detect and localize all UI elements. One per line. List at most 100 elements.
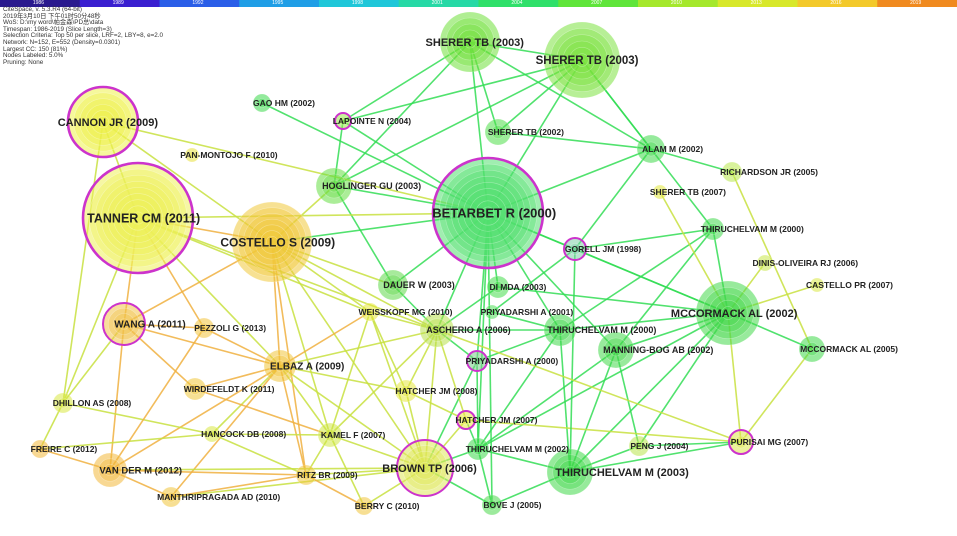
node-richardson2005[interactable] bbox=[721, 161, 743, 183]
node-lapointe2004[interactable] bbox=[334, 112, 352, 130]
node-label: BETARBET R (2000) bbox=[432, 206, 556, 221]
node-hatcher2008[interactable] bbox=[394, 379, 418, 403]
node-bove2005[interactable] bbox=[481, 494, 503, 516]
network-edge bbox=[279, 365, 307, 476]
node-ritz2009[interactable] bbox=[295, 464, 317, 486]
node-label: KAMEL F (2007) bbox=[321, 430, 386, 440]
node-kamel2007[interactable] bbox=[317, 422, 343, 448]
node-thiruchelvam2002[interactable] bbox=[466, 437, 490, 461]
network-edge bbox=[574, 148, 652, 250]
node-label: CANNON JR (2009) bbox=[58, 117, 159, 129]
node-hoglinger2003[interactable] bbox=[315, 167, 353, 205]
info-line: CiteSpace, v. 5.3.R4 (64-bit) bbox=[3, 6, 82, 13]
network-edge bbox=[109, 327, 205, 471]
node-elbaz2009[interactable] bbox=[263, 349, 297, 383]
node-manthripragada2010[interactable] bbox=[160, 486, 182, 508]
node-dhillon2008[interactable] bbox=[52, 392, 74, 414]
node-costello2009[interactable] bbox=[231, 201, 313, 283]
node-gorell1998[interactable] bbox=[563, 237, 587, 261]
node-sherer2003a[interactable] bbox=[439, 11, 501, 73]
timeline-segment bbox=[79, 0, 160, 7]
node-wirdefeldt2011[interactable] bbox=[183, 377, 207, 401]
node-dinisoliveira2006[interactable] bbox=[756, 254, 774, 272]
node-hatcher2007[interactable] bbox=[456, 410, 476, 430]
network-edge bbox=[574, 228, 714, 250]
timeline-segment bbox=[159, 0, 240, 7]
node-weisskopf2010[interactable] bbox=[360, 302, 380, 322]
node-label: SHERER TB (2003) bbox=[426, 37, 525, 49]
node-pezzoli2013[interactable] bbox=[193, 317, 215, 339]
node-label: COSTELLO S (2009) bbox=[220, 235, 335, 249]
node-castello2007[interactable] bbox=[809, 277, 825, 293]
node-betarbet2000[interactable] bbox=[431, 156, 545, 270]
node-dauer2003[interactable] bbox=[377, 269, 409, 301]
citespace-info-panel: CiteSpace, v. 5.3.R4 (64-bit)2019年3月10日 … bbox=[3, 6, 163, 66]
node-wang2011[interactable] bbox=[102, 302, 146, 346]
network-edge bbox=[194, 388, 331, 436]
network-edge bbox=[569, 312, 729, 473]
node-panmontojo2010[interactable] bbox=[184, 147, 200, 163]
network-edge bbox=[211, 433, 307, 476]
node-mccormack2002[interactable] bbox=[695, 280, 761, 346]
node-label: BROWN TP (2006) bbox=[382, 463, 477, 475]
node-label: SHERER TB (2002) bbox=[488, 127, 564, 137]
node-thiruchelvam2000b[interactable] bbox=[543, 313, 577, 347]
node-ascherio2006[interactable] bbox=[419, 312, 455, 348]
network-edge bbox=[329, 329, 438, 436]
node-label: BOVE J (2005) bbox=[483, 500, 541, 510]
node-manningbog2002[interactable] bbox=[597, 331, 635, 369]
node-priyadarshi2001[interactable] bbox=[484, 304, 500, 320]
node-label: FREIRE C (2012) bbox=[31, 444, 98, 454]
timeline-year-label: 1986 bbox=[32, 0, 44, 6]
network-edge bbox=[39, 433, 213, 450]
node-peng2004[interactable] bbox=[628, 435, 650, 457]
node-vandermeer2012[interactable] bbox=[92, 452, 128, 488]
node-label: PEZZOLI G (2013) bbox=[194, 323, 266, 333]
node-mccormack2005[interactable] bbox=[798, 335, 826, 363]
timeline-year-label: 2013 bbox=[750, 0, 762, 6]
node-thiruchelvam2003[interactable] bbox=[546, 448, 594, 496]
node-hancock2008[interactable] bbox=[203, 425, 221, 443]
network-edge bbox=[109, 467, 426, 471]
node-priyadarshi2000[interactable] bbox=[466, 350, 488, 372]
network-labels: SHERER TB (2003)SHERER TB (2003)GAO HM (… bbox=[31, 37, 898, 511]
node-label: WEISSKOPF MG (2010) bbox=[358, 307, 452, 317]
node-label: ALAM M (2002) bbox=[642, 144, 703, 154]
node-sherer2007[interactable] bbox=[652, 184, 668, 200]
network-edge bbox=[305, 474, 365, 507]
node-alam2002[interactable] bbox=[636, 134, 666, 164]
timeline-segment bbox=[558, 0, 639, 7]
network-edge bbox=[559, 329, 571, 473]
timeline-color-bar bbox=[0, 0, 957, 7]
network-edge bbox=[102, 121, 489, 214]
network-edge bbox=[740, 348, 813, 443]
network-edge bbox=[491, 248, 576, 313]
network-edge bbox=[109, 469, 307, 476]
node-cannon2009[interactable] bbox=[66, 85, 140, 159]
timeline-year-label: 2007 bbox=[591, 0, 603, 6]
network-edge bbox=[405, 390, 467, 421]
node-dimda2003[interactable] bbox=[486, 275, 510, 299]
timeline-segment bbox=[797, 0, 878, 7]
node-label: GORELL JM (1998) bbox=[565, 244, 642, 254]
node-gao2002[interactable] bbox=[252, 93, 272, 113]
node-purisai2007[interactable] bbox=[728, 429, 754, 455]
network-edge bbox=[497, 131, 652, 150]
node-sherer2003b[interactable] bbox=[543, 21, 621, 99]
node-label: PRIYADARSHI A (2000) bbox=[466, 356, 559, 366]
node-berry2010[interactable] bbox=[354, 496, 374, 516]
timeline-year-label: 1998 bbox=[351, 0, 363, 6]
timeline-year-label: 1989 bbox=[112, 0, 124, 6]
node-label: THIRUCHELVAM M (2000) bbox=[701, 224, 804, 234]
node-brown2006[interactable] bbox=[396, 439, 454, 497]
node-label: DHILLON AS (2008) bbox=[53, 398, 132, 408]
node-thiruchelvam2000a[interactable] bbox=[701, 217, 725, 241]
network-edge bbox=[436, 329, 742, 443]
timeline-segment bbox=[0, 0, 81, 7]
node-tanner2011[interactable] bbox=[81, 161, 195, 275]
node-freire2012[interactable] bbox=[30, 439, 50, 459]
node-sherer2002[interactable] bbox=[484, 118, 512, 146]
timeline-segment bbox=[717, 0, 798, 7]
network-edge bbox=[211, 433, 331, 436]
